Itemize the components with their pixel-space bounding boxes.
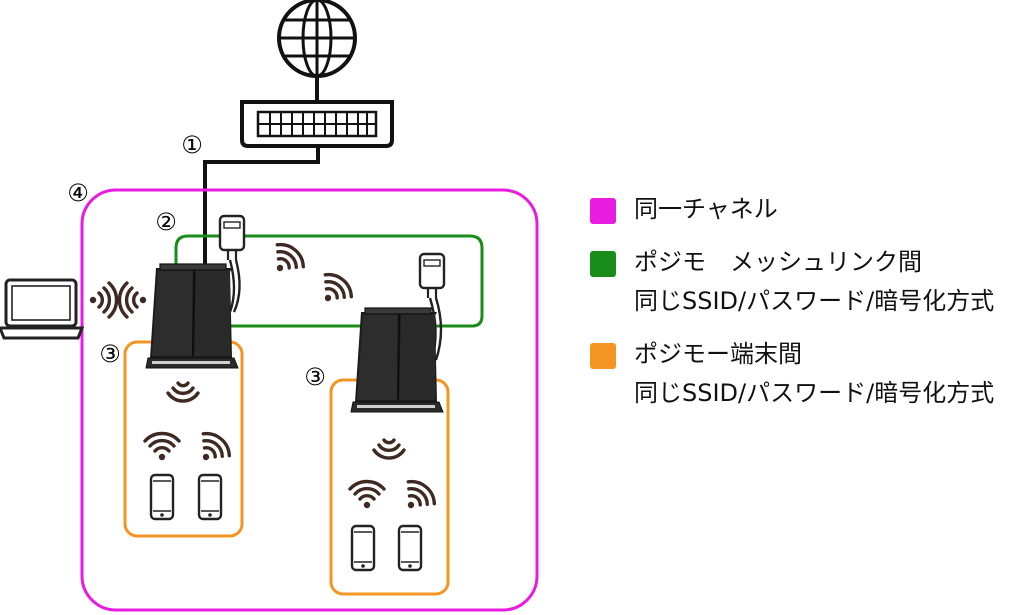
power-adapter-right-icon bbox=[418, 252, 446, 300]
device-wifi-icon bbox=[117, 281, 148, 319]
legend-label-mesh: ポジモ メッシュリンク間 bbox=[634, 248, 922, 276]
phone-wifi-icon-right-2 bbox=[394, 474, 441, 521]
phone-wifi-icon-left-2 bbox=[189, 426, 236, 473]
wired-link-line bbox=[203, 146, 320, 268]
router-icon bbox=[240, 100, 394, 148]
legend-item-terminal: ポジモー端末間 同じSSID/パスワード/暗号化方式 bbox=[590, 335, 1024, 413]
legend-label-terminal-detail: 同じSSID/パスワード/暗号化方式 bbox=[634, 379, 995, 407]
legend-item-channel: 同一チャネル bbox=[590, 190, 1024, 229]
phone-wifi-icon-left-1 bbox=[143, 431, 181, 462]
legend-label-mesh-detail: 同じSSID/パスワード/暗号化方式 bbox=[634, 287, 995, 315]
phone-wifi-icon-right-1 bbox=[348, 479, 386, 510]
legend-swatch-mesh bbox=[590, 251, 616, 277]
legend-swatch-channel bbox=[590, 198, 616, 224]
device-left-icon bbox=[145, 263, 239, 369]
legend-swatch-terminal bbox=[590, 343, 616, 369]
laptop-wifi-icon bbox=[88, 281, 119, 319]
terminal-group-right-label: ③ bbox=[304, 363, 326, 391]
mesh-link-box bbox=[174, 234, 484, 328]
terminal-broadcast-icon-right bbox=[372, 438, 406, 460]
legend-item-mesh: ポジモ メッシュリンク間 同じSSID/パスワード/暗号化方式 bbox=[590, 243, 1024, 321]
smartphone-icon bbox=[350, 524, 376, 572]
internet-link-label: ① bbox=[181, 131, 203, 159]
power-adapter-label: ② bbox=[155, 208, 177, 236]
device-right-icon bbox=[350, 307, 444, 413]
mesh-wifi-icon-1 bbox=[263, 237, 310, 284]
smartphone-icon bbox=[397, 524, 423, 572]
channel-group-label: ④ bbox=[67, 179, 89, 207]
terminal-group-left-label: ③ bbox=[99, 340, 121, 368]
globe-icon bbox=[277, 0, 357, 78]
power-cable-left bbox=[228, 259, 236, 313]
legend: 同一チャネル ポジモ メッシュリンク間 同じSSID/パスワード/暗号化方式 ポ… bbox=[590, 190, 1024, 427]
legend-label-channel: 同一チャネル bbox=[634, 195, 778, 223]
smartphone-icon bbox=[149, 473, 175, 521]
laptop-icon bbox=[0, 278, 85, 340]
power-adapter-left-icon bbox=[218, 214, 246, 262]
channel-group-box bbox=[80, 188, 539, 612]
smartphone-icon bbox=[197, 473, 223, 521]
legend-label-terminal: ポジモー端末間 bbox=[634, 340, 802, 368]
terminal-broadcast-icon-left bbox=[166, 381, 200, 403]
terminal-group-left-box bbox=[123, 340, 244, 538]
mesh-wifi-icon-2 bbox=[311, 267, 358, 314]
